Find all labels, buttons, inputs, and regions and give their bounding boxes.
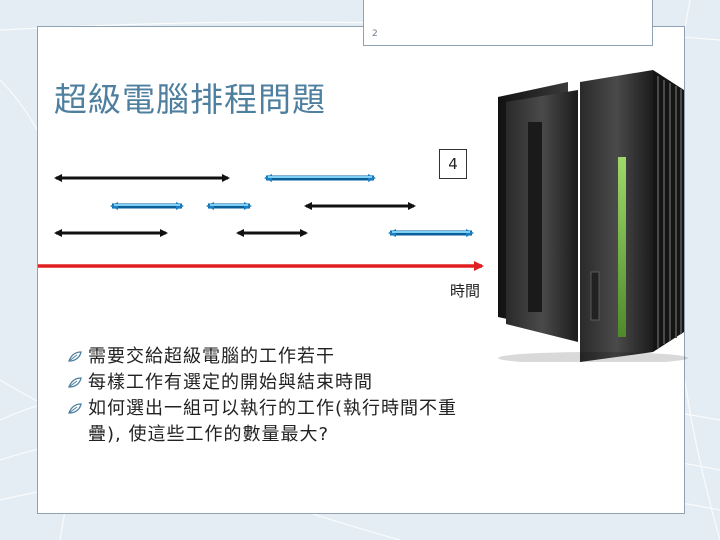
time-axis-label: 時間 <box>450 280 480 301</box>
bullet-list: 需要交給超級電腦的工作若干 每樣工作有選定的開始與結束時間 如何選出一組可以執行… <box>68 344 488 448</box>
bullet-text: 每樣工作有選定的開始與結束時間 <box>88 372 373 393</box>
bullet-text: 需要交給超級電腦的工作若干 <box>88 346 335 367</box>
blue-interval <box>112 205 182 206</box>
bullet-text: 如何選出一組可以執行的工作(執行時間不重疊), 使這些工作的數量最大? <box>88 398 457 445</box>
bullet-item: 每樣工作有選定的開始與結束時間 <box>68 370 488 396</box>
blue-interval <box>390 232 472 233</box>
blue-interval <box>266 177 374 178</box>
leaf-bullet-icon <box>68 403 82 415</box>
server-image <box>488 62 698 362</box>
blue-interval <box>208 205 250 206</box>
leaf-bullet-icon <box>68 351 82 363</box>
bullet-item: 如何選出一組可以執行的工作(執行時間不重疊), 使這些工作的數量最大? <box>68 396 488 448</box>
bullet-item: 需要交給超級電腦的工作若干 <box>68 344 488 370</box>
count-box: 4 <box>439 149 467 179</box>
leaf-bullet-icon <box>68 377 82 389</box>
